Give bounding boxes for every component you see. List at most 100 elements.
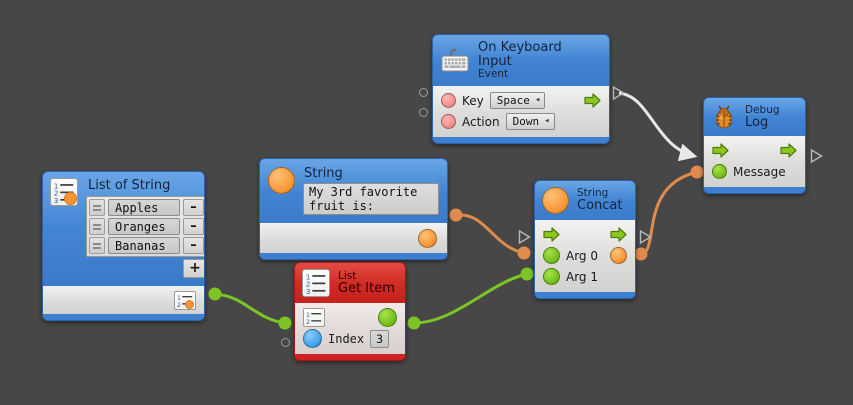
row-arg1[interactable]: Arg 1 [543,266,627,287]
node-header[interactable]: On Keyboard Input Event [433,35,609,87]
row-arg0[interactable]: Arg 0 [543,245,627,266]
node-list-get-item[interactable]: 1 2 3 List Get Item [294,262,406,361]
exec-input-arrow-icon[interactable] [543,227,560,242]
socket-index-unconnected[interactable] [281,338,290,347]
svg-text:2: 2 [177,302,181,309]
node-body [260,223,447,253]
svg-text:2: 2 [54,189,59,198]
drag-handle-icon[interactable] [89,237,105,254]
socket-key-unconnected[interactable] [419,88,428,97]
socket-action-unconnected[interactable] [419,108,428,117]
row-action[interactable]: Action Down ◂ [441,111,601,132]
list-editor[interactable]: Apples – Oranges – Bananas – [86,196,204,257]
node-footer [43,314,204,320]
port-arg1[interactable] [543,268,560,285]
chevron-updown-icon: ◂ [534,95,541,106]
node-title-line1: List [338,269,357,282]
row-label-message: Message [733,164,786,179]
row-list-input[interactable]: 1 2 [303,307,397,328]
string-value-input[interactable]: My 3rd favorite fruit is: [303,183,439,215]
port-key[interactable] [441,93,456,109]
exec-output-arrow-icon[interactable] [780,143,797,158]
remove-item-button[interactable]: – [183,237,204,254]
port-arg0[interactable] [543,247,560,264]
list-number-orange-icon: 1 2 [174,290,196,310]
svg-text:3: 3 [306,287,311,296]
remove-item-button[interactable]: – [183,199,204,216]
node-list-of-string[interactable]: 1 2 3 List of String Apples [42,171,205,321]
node-body: 1 2 [43,286,204,314]
port-concat-output[interactable] [610,247,627,264]
node-header[interactable]: String My 3rd favorite fruit is: [260,159,447,223]
port-getitem-output[interactable] [378,308,397,327]
keyboard-icon [440,48,470,74]
action-dropdown[interactable]: Down ◂ [505,113,555,131]
node-footer [704,187,805,193]
list-item[interactable]: Oranges – [89,218,204,235]
node-footer [295,354,405,360]
exec-output-arrow-icon[interactable] [584,93,601,108]
row-index[interactable]: Index 3 [303,328,397,349]
list-item-value[interactable]: Apples [108,199,180,216]
add-item-button[interactable]: + [183,259,204,278]
wire-exec-keyboard-to-debug [618,91,698,162]
drag-handle-icon[interactable] [89,218,105,235]
node-footer [260,253,447,259]
node-subtitle: Event [478,68,509,81]
exec-flow-hint-icon [612,85,625,101]
node-title-line1: String [577,187,609,200]
key-dropdown[interactable]: Space ◂ [489,92,546,110]
row-key[interactable]: Key Space ◂ [441,90,601,111]
node-title-line2: Concat [577,198,623,214]
list-item[interactable]: Apples – [89,199,204,216]
orange-circle-icon [268,167,295,194]
node-title: On Keyboard Input [478,40,562,69]
list-item[interactable]: Bananas – [89,237,204,254]
node-string-concat[interactable]: String Concat [534,180,636,299]
port-string-output[interactable] [418,228,437,248]
wire-getitem-to-concat-arg1 [407,267,534,330]
row-label-action: Action [462,114,500,129]
node-header[interactable]: String Concat [535,181,635,220]
exec-output-arrow-icon[interactable] [610,227,627,242]
drag-handle-icon[interactable] [89,199,105,216]
port-action[interactable] [441,114,456,130]
node-title-line2: Get Item [338,280,395,296]
node-header[interactable]: 1 2 3 List of String Apples [43,172,204,286]
row-message[interactable]: Message [712,161,797,182]
node-title: List of String [88,178,171,193]
svg-text:3: 3 [54,196,59,205]
port-index[interactable] [303,329,322,348]
index-input[interactable]: 3 [370,329,390,348]
node-string-literal[interactable]: String My 3rd favorite fruit is: [259,158,448,260]
port-message[interactable] [712,164,727,179]
key-dropdown-value: Space [496,94,530,108]
row-label-key: Key [462,93,484,108]
node-footer [535,292,635,298]
svg-text:2: 2 [306,280,311,289]
node-header[interactable]: Debug Log [704,98,805,136]
row-exec[interactable] [543,224,627,245]
row-exec[interactable] [712,140,797,161]
node-body: 1 2 Index 3 [295,303,405,354]
node-debug-log[interactable]: Debug Log [703,97,806,194]
chevron-updown-icon: ◂ [544,116,550,127]
action-dropdown-value: Down [512,115,540,129]
bug-icon [711,104,737,130]
list-item-value[interactable]: Oranges [108,218,180,235]
node-footer [433,137,609,144]
svg-text:1: 1 [177,295,181,302]
svg-text:1: 1 [54,181,59,190]
exec-input-arrow-icon[interactable] [712,143,729,158]
exec-flow-hint-icon [639,229,652,245]
svg-text:1: 1 [306,272,311,281]
list-item-value[interactable]: Bananas [108,237,180,254]
node-body: Message [704,136,805,187]
node-title-line2: Log [745,114,769,130]
node-header[interactable]: 1 2 3 List Get Item [295,263,405,303]
list-number-orange-icon: 1 2 3 [50,178,78,206]
node-on-keyboard-input[interactable]: On Keyboard Input Event Key Space ◂ [432,34,610,145]
remove-item-button[interactable]: – [183,218,204,235]
row-label-arg1: Arg 1 [566,269,598,284]
